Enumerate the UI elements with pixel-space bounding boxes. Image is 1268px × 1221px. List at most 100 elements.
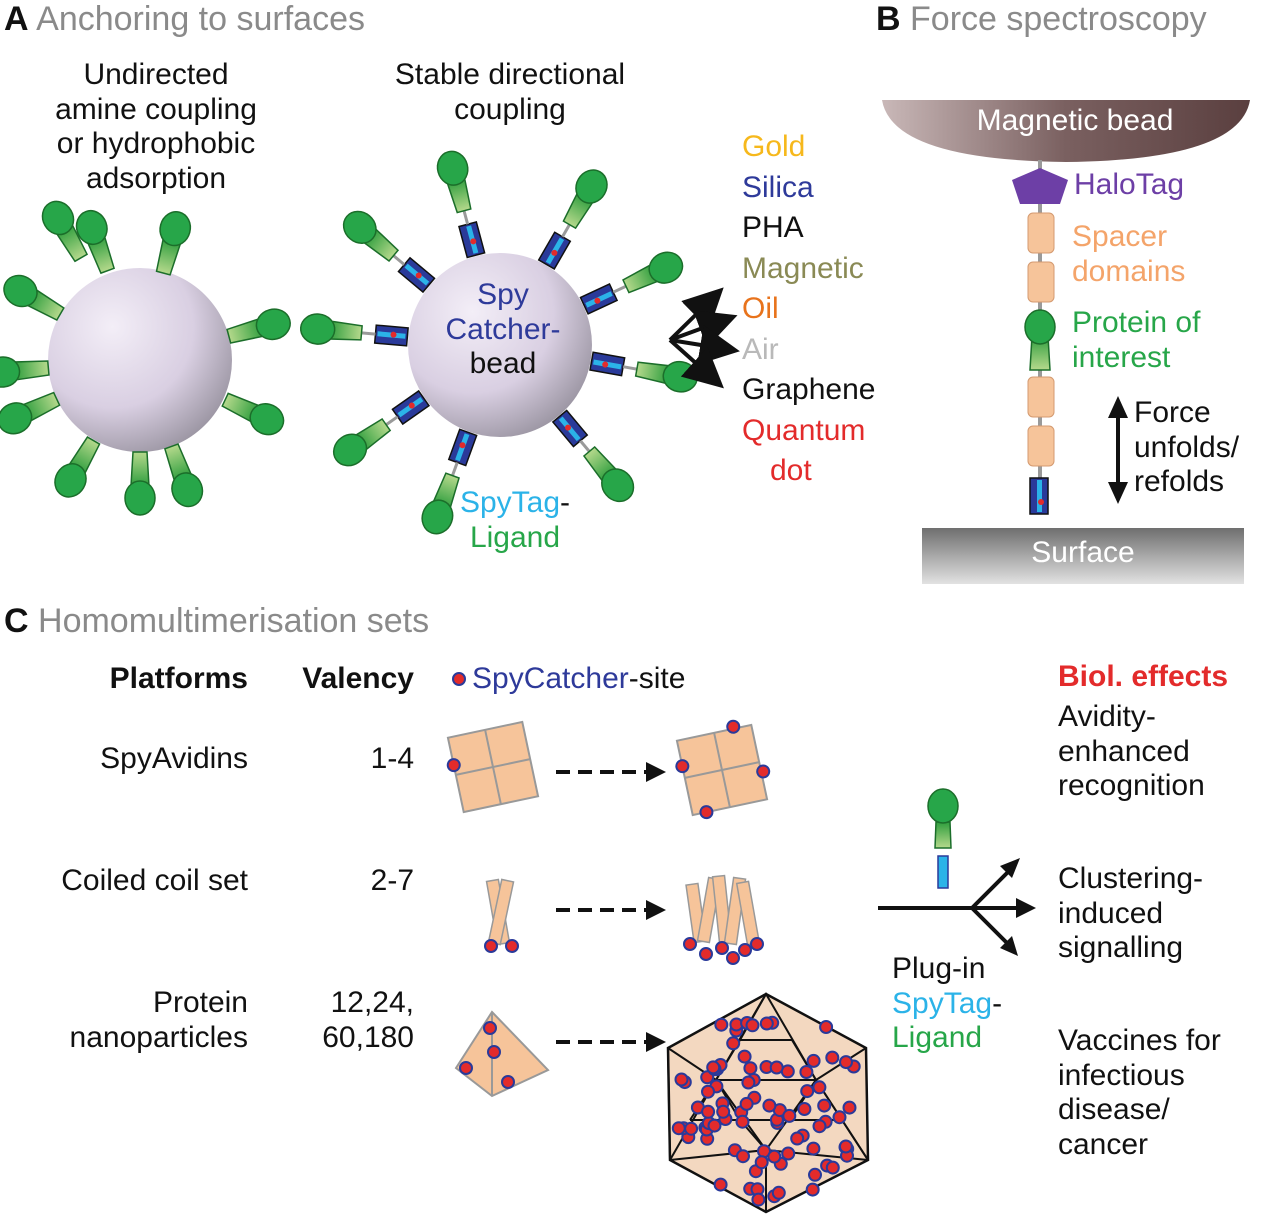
effect-line: Clustering- [1058,862,1204,895]
platform-nanoparticles: Protein nanoparticles [20,986,248,1055]
effect-line: disease/ [1058,1093,1170,1126]
plugin-spytag-dash: - [992,986,1003,1020]
effect-line: cancer [1058,1127,1149,1161]
platform-line: Protein [152,986,248,1019]
nanoparticle-monomer [454,1010,550,1098]
force-line: refolds [1134,465,1225,498]
spycatcher-site-dot [671,1121,686,1136]
spycatcher-site-dot [706,1060,721,1075]
effect-line: induced [1058,896,1164,930]
ligand-text: Ligand [469,520,561,554]
spycatcher-site-dot [812,1119,827,1134]
dashed-arrows [556,770,650,1044]
spacer-line: domains [1072,254,1186,288]
spycatcher-site-legend-dot [452,672,466,686]
directional-line: coupling [454,92,566,126]
spycatcher-site-dot [769,1060,784,1075]
force-spectroscopy-graphic [882,100,1250,584]
surface-item-silica: Silica [742,170,814,204]
platform-coiled-coil: Coiled coil set [61,864,248,897]
surface-item-gold: Gold [742,130,806,163]
spycatcher-site-dot [739,1096,754,1111]
force-label: Force unfolds/ refolds [1134,396,1239,500]
coiled-coil-monomer [484,878,519,953]
surface-label: Surface [1031,536,1135,569]
effect-line: enhanced [1058,734,1190,768]
site-a-text: SpyCatcher [472,662,629,695]
panel-b-title-text: Force spectroscopy [910,0,1207,38]
undirected-bead [48,268,232,452]
spycatcher-site-dot [771,1185,786,1200]
bead-line: Catcher- [420,313,586,348]
effects-branch-arrow [878,868,1022,946]
site-b-text: -site [628,662,686,695]
spacer-line: Spacer [1072,220,1168,253]
spytag-ligand-label: SpyTag- Ligand [440,486,590,555]
valency-spyavidins: 1-4 [370,742,414,775]
surface-shape [922,528,1244,584]
spycatcher-site-dot [701,1104,716,1119]
spycatcher-site-dot [819,1020,834,1034]
surface-arrows [668,287,740,389]
spycatcher-site-dot [799,1065,814,1079]
spycatcher-site-dot [812,1080,827,1095]
spycatcher-site-dot [790,1131,805,1146]
spycatcher-site-dot [701,1084,715,1099]
spycatcher-site-dot [741,1075,756,1090]
effect-line: infectious [1058,1058,1185,1092]
bead-line: Spy [477,278,529,311]
surface-item-magnetic: Magnetic [742,251,864,285]
spycatcher-site-dot [825,1160,840,1175]
spycatcher-site-dot [759,1016,774,1031]
surface-item-air: Air [742,332,779,366]
spycatcher-site-dot [674,1072,689,1087]
surface-item-quantum: Quantum [742,413,866,447]
spycatcher-site-dot [716,1104,731,1119]
spycatcher-site-dot [743,1061,758,1076]
spycatcher-site-dot [797,1102,812,1116]
spytag-text: SpyTag [459,486,561,519]
spycatcher-site-dot [806,1053,821,1068]
spycatcher-site-dot [737,1049,752,1064]
plugin-spytag: SpyTag [892,986,993,1020]
plugin-label: Plug-in SpyTag- Ligand [892,952,1002,1056]
spycatcher-site-dot [806,1141,821,1156]
panel-b-letter: B [876,0,901,38]
effects-header: Biol. effects [1058,660,1229,693]
platform-spyavidins: SpyAvidins [100,742,248,775]
effect-vaccines: Vaccines for infectious disease/ cancer [1058,1024,1221,1162]
surface-item-oil: Oil [742,292,779,325]
platform-line: nanoparticles [69,1020,248,1054]
effect-clustering: Clustering- induced signalling [1058,862,1203,966]
undirected-bead-group [0,194,295,516]
directional-label: Stable directional coupling [370,58,650,127]
force-line: Force [1134,396,1211,429]
effect-avidity: Avidity- enhanced recognition [1058,700,1205,804]
undirected-label: Undirected amine coupling or hydrophobic… [20,58,292,196]
bead-line: bead [469,347,537,380]
panel-c-title-text: Homomultimerisation sets [38,602,430,640]
coiled-coil-oligomer [683,874,764,965]
panel-b-title: B Force spectroscopy [876,0,1207,39]
panel-a-title: A Anchoring to surfaces [4,0,365,39]
spycatcher-site-dot [817,1098,832,1113]
spycatcher-site-dot [839,1055,853,1070]
spycatcher-site-dot [754,1155,769,1170]
halotag-shape [1012,168,1068,204]
panel-c-title: C Homomultimerisation sets [4,602,429,641]
valency-line: 60,180 [322,1020,414,1054]
spycatcher-site-dot [842,1100,857,1115]
spycatcher-site-dot [825,1050,840,1065]
spyavidin-monomer [446,720,540,814]
protein-of-interest-label: Protein of interest [1072,306,1200,375]
spycatcher-site-dot [805,1182,820,1197]
spycatcher-site-dot [713,1177,728,1192]
spycatcher-site-legend: SpyCatcher-site [472,662,685,697]
spycatcher-bead-group [297,146,702,540]
spycatcher-site-dot [707,1118,722,1133]
valency-nanoparticles: 12,24, 60,180 [290,986,414,1055]
undirected-line: amine coupling [55,92,257,126]
spycatcher-site-dot [808,1167,822,1182]
